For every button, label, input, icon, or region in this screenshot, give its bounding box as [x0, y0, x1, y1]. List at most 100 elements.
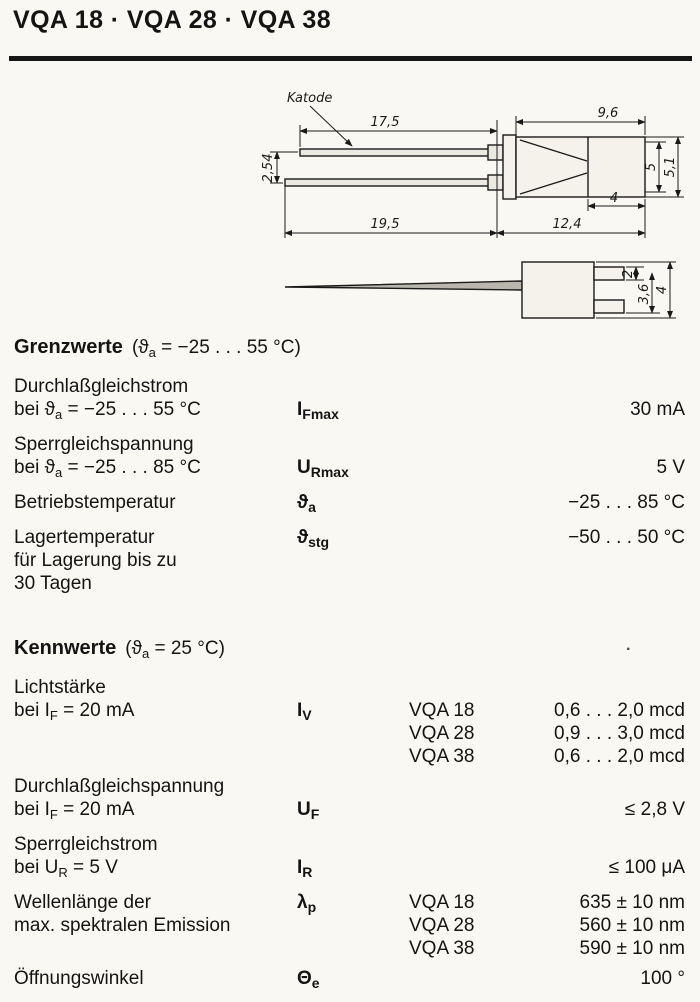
variant-row: VQA 38 590 ± 10 nm — [409, 937, 685, 960]
param-name: Durchlaßgleichstrom — [14, 376, 189, 397]
row-operating-temperature: Betriebstemperatur ϑa −25 . . . 85 °C — [14, 491, 685, 519]
lens-edge-top — [519, 139, 588, 162]
package-drawing: Katode 17,5 9,6 2,54 5 5,1 4 19,5 12,4 2… — [261, 91, 684, 319]
front-tab-top — [593, 266, 625, 281]
value: −25 . . . 85 °C — [568, 492, 685, 513]
value: 100 ° — [640, 968, 685, 989]
row-wavelength: Wellenlänge der max. spektralen Emission… — [14, 891, 685, 960]
symbol-theta-e: Θe — [297, 968, 320, 991]
symbol-ifmax: IFmax — [297, 399, 339, 422]
param-name: Lichtstärke — [14, 677, 106, 698]
variant-value: 0,9 . . . 3,0 mcd — [554, 723, 685, 744]
dim-2: 2 — [621, 270, 636, 278]
param-name: Betriebstemperatur — [14, 492, 176, 513]
value: 5 V — [656, 457, 685, 478]
katode-label: Katode — [287, 91, 332, 106]
lens-edge-bottom — [519, 172, 588, 195]
values-by-model: VQA 18 635 ± 10 nm VQA 28 560 ± 10 nm VQA … — [409, 891, 685, 960]
symbol-ir: IR — [297, 857, 313, 880]
variant-value: 635 ± 10 nm — [579, 892, 686, 913]
dim-19-5: 19,5 — [371, 217, 400, 232]
lead-edge-view — [284, 280, 523, 291]
value: ≤ 2,8 V — [624, 799, 685, 820]
param-name: Lagertemperatur — [14, 527, 155, 548]
value: 30 mA — [630, 399, 685, 420]
param-name: Sperrgleichspannung — [14, 434, 194, 455]
param-name: Öffnungswinkel — [14, 968, 144, 989]
variant-value: 0,6 . . . 2,0 mcd — [554, 700, 685, 721]
param-name: Durchlaßgleichspannung — [14, 776, 225, 797]
lead-crimp-top — [487, 144, 504, 161]
section-grenzwerte: Grenzwerte(ϑa = −25 . . . 55 °C) Durchla… — [14, 336, 685, 595]
param-condition: bei IF = 20 mA — [14, 700, 135, 723]
variant-model: VQA 38 — [409, 746, 475, 767]
kennwerte-heading: Kennwerte (ϑa = 25 °C) · — [14, 637, 685, 661]
front-body — [521, 261, 595, 319]
scan-artifact-dot: · — [626, 641, 632, 658]
symbol-lambda-p: λp — [297, 892, 317, 915]
variant-row: VQA 28 560 ± 10 nm — [409, 914, 685, 937]
kennwerte-condition: (ϑa = 25 °C) — [125, 638, 225, 661]
param-condition: bei ϑa = −25 . . . 85 °C — [14, 457, 201, 480]
dim-2-54: 2,54 — [261, 154, 276, 183]
symbol-uf: UF — [297, 799, 320, 822]
row-forward-voltage: Durchlaßgleichspannung bei IF = 20 mA UF… — [14, 775, 685, 826]
row-reverse-current: Sperrgleichstrom bei UR = 5 V IR ≤ 100 μ… — [14, 833, 685, 884]
anode-lead — [299, 148, 491, 157]
variant-row: VQA 18 635 ± 10 nm — [409, 891, 685, 914]
variant-model: VQA 18 — [409, 892, 475, 913]
param-condition: bei ϑa = −25 . . . 55 °C — [14, 399, 201, 422]
value: ≤ 100 μA — [608, 857, 685, 878]
param-note-1: für Lagerung bis zu — [14, 550, 177, 571]
symbol-urmax: URmax — [297, 457, 349, 480]
variant-row: VQA 28 0,9 . . . 3,0 mcd — [409, 722, 685, 745]
symbol-theta-stg: ϑstg — [297, 527, 330, 550]
led-side-view — [284, 134, 646, 200]
kathode-lead — [284, 178, 491, 187]
row-reverse-voltage: Sperrgleichspannung bei ϑa = −25 . . . 8… — [14, 433, 685, 484]
page-title: VQA 18 · VQA 28 · VQA 38 — [13, 6, 332, 34]
spec-tables: Grenzwerte(ϑa = −25 . . . 55 °C) Durchla… — [14, 336, 685, 1002]
variant-value: 590 ± 10 nm — [579, 938, 686, 959]
dim-4-front: 4 — [655, 286, 670, 294]
front-tab-bottom — [593, 299, 625, 314]
symbol-iv: IV — [297, 700, 312, 723]
lead-crimp-bottom — [487, 174, 504, 191]
variant-model: VQA 28 — [409, 915, 475, 936]
param-name: Sperrgleichstrom — [14, 834, 158, 855]
variant-value: 560 ± 10 nm — [579, 915, 686, 936]
variant-model: VQA 28 — [409, 723, 475, 744]
dim-5-1: 5,1 — [663, 157, 678, 178]
dim-9-6: 9,6 — [598, 106, 619, 121]
value: −50 . . . 50 °C — [568, 527, 685, 548]
dimension-labels: Katode 17,5 9,6 2,54 5 5,1 4 19,5 12,4 2… — [261, 91, 678, 304]
kennwerte-title: Kennwerte — [14, 637, 117, 659]
led-front-view — [284, 261, 625, 319]
row-viewing-angle: Öffnungswinkel Θe 100 ° — [14, 967, 685, 995]
section-kennwerte: Kennwerte (ϑa = 25 °C) · Lichtstärke bei … — [14, 637, 685, 995]
row-storage-temperature: Lagertemperatur für Lagerung bis zu 30 T… — [14, 526, 685, 595]
variant-value: 0,6 . . . 2,0 mcd — [554, 746, 685, 767]
row-forward-current: Durchlaßgleichstrom bei ϑa = −25 . . . 5… — [14, 375, 685, 426]
dim-3-6: 3,6 — [637, 284, 652, 305]
param-note-2: 30 Tagen — [14, 573, 92, 594]
package-body — [515, 136, 646, 198]
param-name: Wellenlänge der — [14, 892, 151, 913]
dim-12-4: 12,4 — [553, 217, 582, 232]
katode-leader-line — [309, 105, 353, 147]
param-condition: bei UR = 5 V — [14, 857, 118, 880]
grenzwerte-heading: Grenzwerte(ϑa = −25 . . . 55 °C) — [14, 336, 685, 360]
dimension-lines — [270, 105, 684, 319]
symbol-theta-a: ϑa — [297, 492, 316, 515]
title-rule — [9, 56, 692, 61]
variant-row: VQA 38 0,6 . . . 2,0 mcd — [409, 745, 685, 768]
variant-model: VQA 38 — [409, 938, 475, 959]
package-flange — [502, 134, 517, 200]
grenzwerte-title: Grenzwerte — [14, 336, 123, 358]
param-name-2: max. spektralen Emission — [14, 915, 231, 936]
dim-5: 5 — [644, 163, 659, 171]
param-condition: bei IF = 20 mA — [14, 799, 135, 822]
